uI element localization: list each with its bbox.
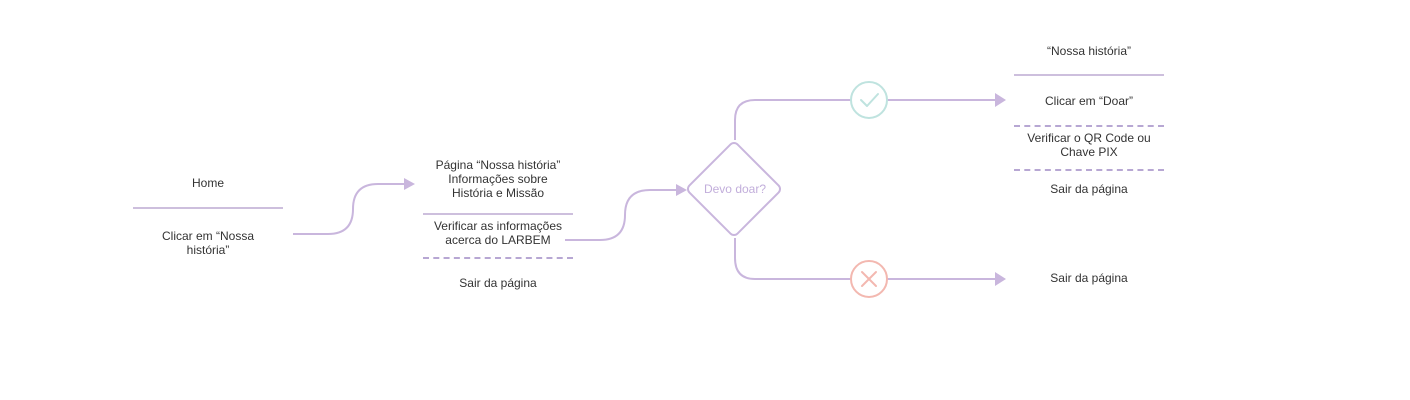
yes-branch-title: “Nossa história” (1046, 44, 1132, 58)
home-action: Clicar em “Nossa história” (161, 229, 254, 257)
check-icon (850, 81, 888, 119)
yes-branch-dashed-divider-1 (1014, 125, 1164, 127)
home-divider (133, 207, 283, 209)
yes-branch-step: Verificar o QR Code ou Chave PIX (1027, 131, 1151, 159)
connector-no (734, 238, 995, 280)
x-icon (850, 260, 888, 298)
yes-branch-action: Clicar em “Doar” (1044, 94, 1133, 108)
arrowhead-yes (995, 93, 1006, 107)
yes-branch-divider (1014, 74, 1164, 76)
story-page-dashed-divider (423, 257, 573, 259)
home-title: Home (191, 176, 224, 190)
arrowhead-no (995, 272, 1006, 286)
story-page-title: Página “Nossa história” Informações sobr… (435, 158, 561, 200)
yes-branch-dashed-divider-2 (1014, 169, 1164, 171)
yes-branch-exit: Sair da página (1050, 182, 1128, 196)
decision-label: Devo doar? (704, 182, 766, 196)
story-page-divider (423, 213, 573, 215)
story-page-step: Verificar as informações acerca do LARBE… (433, 219, 563, 247)
connector-yes (734, 99, 995, 140)
no-branch-exit: Sair da página (1050, 271, 1128, 285)
connector-home-to-story (293, 183, 404, 235)
story-page-exit: Sair da página (459, 276, 537, 290)
connector-story-to-decision (565, 189, 676, 241)
arrowhead-story (404, 178, 415, 190)
decision-diamond: Devo doar? (686, 141, 782, 237)
arrowhead-decision (676, 184, 687, 196)
